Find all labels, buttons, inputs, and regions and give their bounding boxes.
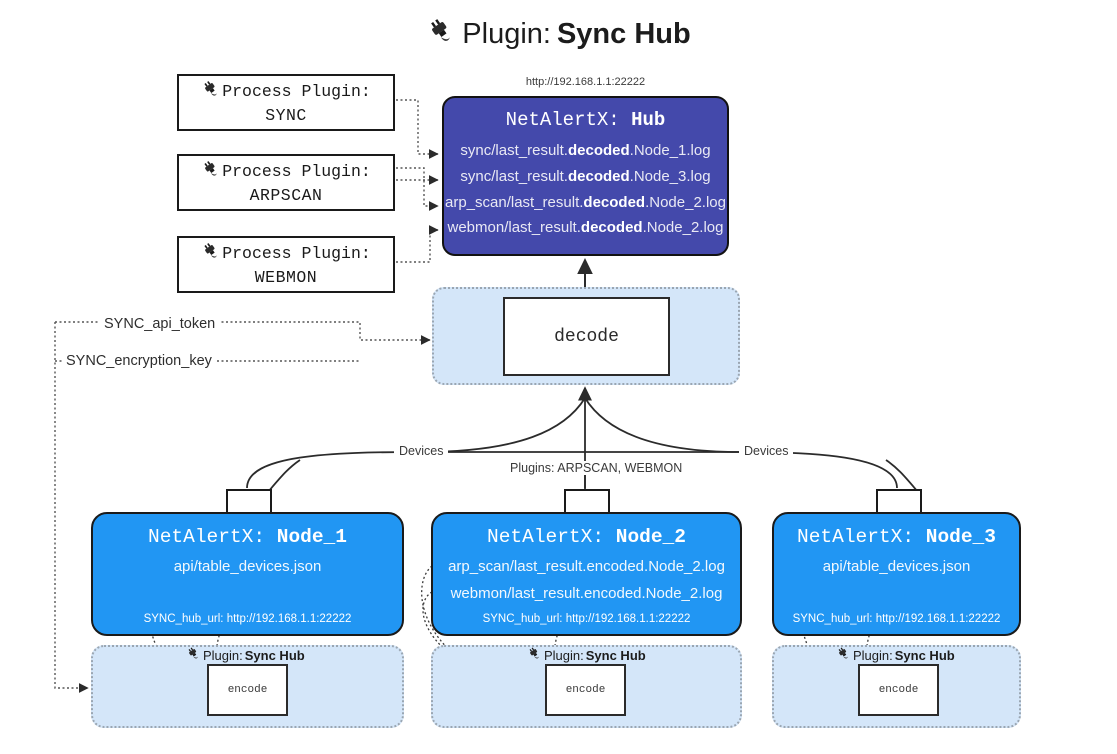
plug-icon — [527, 646, 542, 664]
process-plugin-sync[interactable]: Process Plugin: SYNC — [177, 74, 395, 131]
process-plugin-webmon[interactable]: Process Plugin: WEBMON — [177, 236, 395, 293]
plug-icon — [201, 159, 221, 185]
edge-label-devices-left: Devices — [394, 444, 449, 458]
node-title: NetAlertX: Node_1 — [148, 526, 347, 548]
hub-node[interactable]: NetAlertX: Hub sync/last_result.decoded.… — [442, 96, 729, 256]
hub-log-line: arp_scan/last_result.decoded.Node_2.log — [445, 193, 726, 211]
encode-box-2[interactable]: encode — [545, 664, 626, 716]
edge-label-plugins: Plugins: ARPSCAN, WEBMON — [505, 461, 688, 475]
sync-hub-panel-label-1: Plugin: Sync Hub — [186, 646, 305, 664]
node-3[interactable]: NetAlertX: Node_3 api/table_devices.json… — [772, 512, 1021, 636]
process-plugin-label: Process Plugin: — [222, 82, 371, 102]
node-title: NetAlertX: Node_3 — [797, 526, 996, 548]
hub-log-line: webmon/last_result.decoded.Node_2.log — [447, 219, 724, 237]
plug-icon — [186, 646, 201, 664]
plug-icon — [201, 79, 221, 105]
panel-label-name: Sync Hub — [585, 647, 646, 663]
plug-icon — [426, 16, 456, 52]
node-title: NetAlertX: Node_2 — [487, 526, 686, 548]
page-title-prefix: Plugin: — [462, 17, 551, 50]
node-log-line: arp_scan/last_result.encoded.Node_2.log — [448, 558, 725, 575]
node-1[interactable]: NetAlertX: Node_1 api/table_devices.json… — [91, 512, 404, 636]
node-hub-url: SYNC_hub_url: http://192.168.1.1:22222 — [792, 613, 1001, 625]
panel-label-name: Sync Hub — [894, 647, 955, 663]
process-plugin-name: WEBMON — [254, 268, 318, 287]
process-plugin-name: ARPSCAN — [249, 186, 323, 205]
node-2[interactable]: NetAlertX: Node_2 arp_scan/last_result.e… — [431, 512, 742, 636]
panel-label-prefix: Plugin: — [853, 647, 893, 663]
sync-hub-panel-label-3: Plugin: Sync Hub — [836, 646, 955, 664]
decode-box[interactable]: decode — [503, 297, 670, 376]
node-log-line: api/table_devices.json — [822, 558, 971, 575]
hub-log-line: sync/last_result.decoded.Node_1.log — [460, 142, 711, 159]
plug-icon — [836, 646, 851, 664]
panel-label-name: Sync Hub — [244, 647, 305, 663]
panel-label-prefix: Plugin: — [544, 647, 584, 663]
hub-log-line: sync/last_result.decoded.Node_3.log — [460, 167, 711, 185]
process-plugin-label: Process Plugin: — [222, 244, 371, 264]
sync-api-token-label: SYNC_api_token — [100, 316, 220, 332]
panel-label-prefix: Plugin: — [203, 647, 243, 663]
process-plugin-name: SYNC — [265, 106, 307, 125]
encode-box-1[interactable]: encode — [207, 664, 288, 716]
sync-encryption-key-label: SYNC_encryption_key — [62, 353, 216, 369]
hub-url-label: http://192.168.1.1:22222 — [525, 76, 646, 88]
node-hub-url: SYNC_hub_url: http://192.168.1.1:22222 — [482, 613, 691, 625]
node-log-line: api/table_devices.json — [173, 558, 322, 575]
hub-title: NetAlertX: Hub — [505, 109, 666, 131]
page-title: Plugin: Sync Hub — [0, 16, 1117, 52]
process-plugin-arpscan[interactable]: Process Plugin: ARPSCAN — [177, 154, 395, 211]
page-title-name: Sync Hub — [556, 17, 691, 50]
sync-hub-panel-label-2: Plugin: Sync Hub — [527, 646, 646, 664]
plug-icon — [201, 241, 221, 267]
edge-label-devices-right: Devices — [739, 444, 794, 458]
process-plugin-label: Process Plugin: — [222, 162, 371, 182]
node-hub-url: SYNC_hub_url: http://192.168.1.1:22222 — [143, 613, 352, 625]
encode-box-3[interactable]: encode — [858, 664, 939, 716]
node-log-line: webmon/last_result.encoded.Node_2.log — [450, 584, 723, 602]
